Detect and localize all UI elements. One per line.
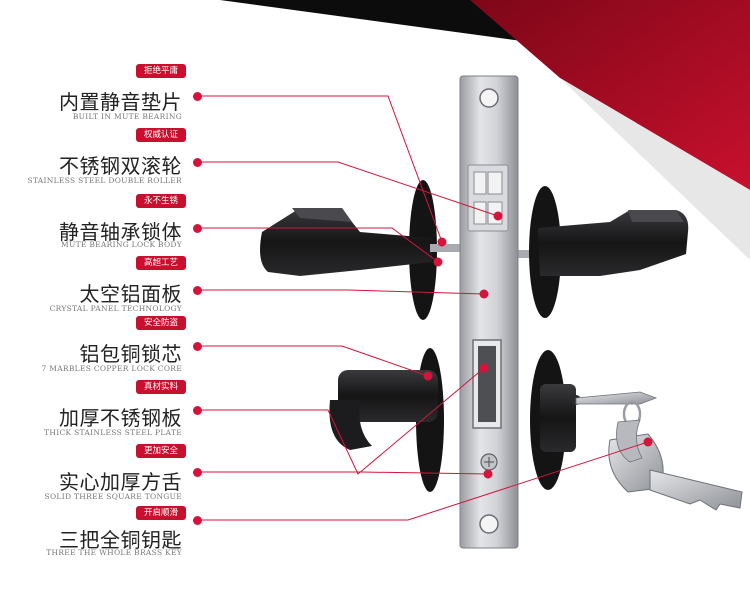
feature-marker-dot: [193, 342, 202, 351]
callout-line-6: [200, 367, 485, 475]
right-spindle: [518, 250, 538, 258]
feature-subtitle: 7 MARBLES COPPER LOCK CORE: [41, 364, 182, 373]
key-cylinder: [540, 384, 576, 452]
feature-badge: 安全防盗: [136, 316, 186, 330]
feature-marker-dot: [193, 516, 202, 525]
thumb-turn-knob: [329, 400, 372, 450]
feature-marker-dot: [193, 468, 202, 477]
callout-end-dot-7: [483, 469, 493, 479]
callout-line-1: [200, 95, 443, 243]
key-bundle: [575, 391, 743, 511]
callout-end-dot-1: [437, 237, 447, 247]
feature-title: 太空铝面板: [79, 282, 182, 306]
thumb-turn-body: [338, 370, 438, 422]
feature-subtitle: THREE THE WHOLE BRASS KEY: [46, 548, 182, 557]
callout-end-dot-5: [423, 371, 433, 381]
feature-marker-dot: [193, 286, 202, 295]
feature-marker-dot: [193, 158, 202, 167]
feature-marker-dot: [193, 406, 202, 415]
feature-badge: 拒绝平庸: [136, 64, 186, 78]
callout-line-5: [200, 345, 429, 377]
feature-title: 三把全铜钥匙: [59, 528, 182, 552]
inserted-key-blade: [575, 391, 658, 405]
callout-end-dot-3: [433, 257, 443, 267]
roller-upper: [473, 171, 487, 195]
callout-end-dot-2: [493, 211, 503, 221]
feature-title: 铝包铜锁芯: [79, 342, 182, 366]
feature-title: 不锈钢双滚轮: [59, 154, 182, 178]
bottom-screw-hole: [479, 514, 499, 534]
red-diagonal-band: [470, 0, 750, 190]
callout-line-4: [200, 289, 485, 295]
callout-end-dot-6: [479, 363, 489, 373]
loose-key-blade: [649, 469, 743, 511]
second-key-head: [616, 419, 643, 463]
feature-title: 内置静音垫片: [59, 90, 182, 114]
grey-diagonal-band: [560, 78, 750, 260]
callout-line-2: [200, 161, 499, 217]
roller-lower: [473, 201, 487, 225]
feature-title: 实心加厚方舌: [59, 470, 182, 494]
right-lever-handle: [538, 210, 689, 276]
callout-line-3: [200, 227, 439, 263]
callout-line-7: [200, 471, 489, 475]
feature-subtitle: STAINLESS STEEL DOUBLE ROLLER: [27, 176, 182, 185]
feature-marker-dot: [193, 92, 202, 101]
feature-badge: 更加安全: [136, 444, 186, 458]
callout-line-8: [200, 441, 649, 521]
feature-badge: 开启顺滑: [136, 506, 186, 520]
feature-subtitle: SOLID THREE SQUARE TONGUE: [44, 492, 182, 501]
feature-badge: 真材实料: [136, 380, 186, 394]
feature-badge: 权威认证: [136, 128, 186, 142]
feature-badge: 永不生锈: [136, 194, 186, 208]
callout-end-dot-4: [479, 289, 489, 299]
feature-title: 加厚不锈钢板: [59, 406, 182, 430]
roller-upper-right: [487, 171, 503, 195]
right-lever-highlight: [628, 210, 684, 222]
callout-end-dot-8: [643, 437, 653, 447]
left-lever-handle: [260, 208, 432, 276]
feature-subtitle: BUILT IN MUTE BEARING: [72, 112, 182, 121]
feature-subtitle: MUTE BEARING LOCK BODY: [60, 240, 182, 249]
feature-title: 静音轴承锁体: [59, 220, 182, 244]
feature-marker-dot: [193, 224, 202, 233]
feature-subtitle: CRYSTAL PANEL TECHNOLOGY: [49, 304, 182, 313]
feature-subtitle: THICK STAINLESS STEEL PLATE: [44, 428, 182, 437]
feature-badge: 高超工艺: [136, 256, 186, 270]
left-lever-highlight: [292, 208, 352, 222]
left-spindle: [430, 244, 460, 252]
top-screw-hole: [479, 88, 499, 108]
